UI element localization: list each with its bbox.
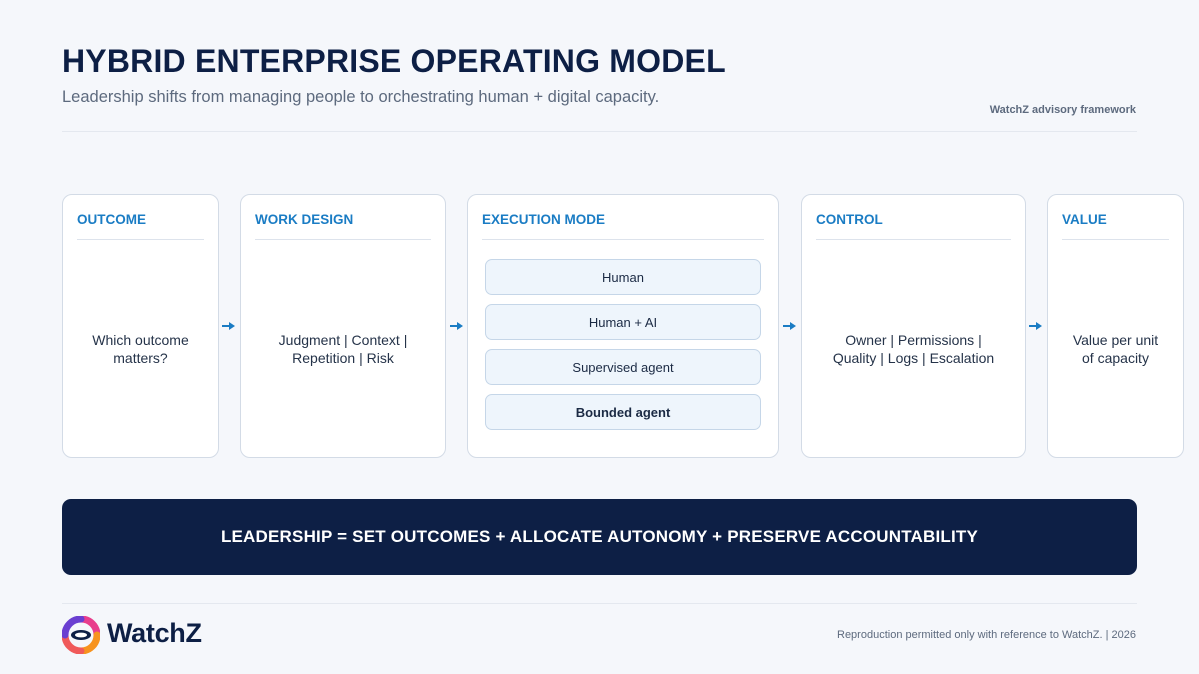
control-line-1: Owner | Permissions | — [845, 332, 982, 348]
outcome-line-1: Which outcome — [92, 332, 189, 348]
outcome-card-body: Which outcome matters? — [71, 241, 210, 457]
value-card-title: VALUE — [1062, 212, 1169, 240]
footer-divider — [62, 603, 1137, 604]
value-card-body: Value per unit of capacity — [1056, 241, 1175, 457]
leadership-banner: LEADERSHIP = SET OUTCOMES + ALLOCATE AUT… — [62, 499, 1137, 575]
header-divider — [62, 131, 1137, 132]
outcome-line-2: matters? — [113, 350, 168, 366]
control-line-2: Quality | Logs | Escalation — [832, 350, 995, 366]
arrow-right-icon — [450, 322, 463, 330]
execution-mode-card-title: EXECUTION MODE — [482, 212, 764, 240]
page-title: HYBRID ENTERPRISE OPERATING MODEL — [62, 43, 726, 79]
work-design-card-body: Judgment | Context | Repetition | Risk — [249, 241, 437, 457]
mode-human-ai: Human + AI — [485, 304, 761, 340]
work-design-card-title: WORK DESIGN — [255, 212, 431, 240]
work-design-card: WORK DESIGN Judgment | Context | Repetit… — [240, 194, 446, 458]
value-line-2: of capacity — [1082, 350, 1149, 366]
arrow-right-icon — [1029, 322, 1042, 330]
mode-supervised-agent: Supervised agent — [485, 349, 761, 385]
control-card: CONTROL Owner | Permissions | Quality | … — [801, 194, 1026, 458]
execution-mode-card: EXECUTION MODE Human Human + AI Supervis… — [467, 194, 779, 458]
value-line-1: Value per unit — [1072, 332, 1159, 348]
arrow-right-icon — [222, 322, 235, 330]
work-design-line-2: Repetition | Risk — [292, 350, 394, 366]
arrow-right-icon — [783, 322, 796, 330]
footer-note: Reproduction permitted only with referen… — [837, 629, 1136, 641]
page-subtitle: Leadership shifts from managing people t… — [62, 88, 660, 106]
watchz-logo-icon — [62, 616, 100, 654]
framework-label: WatchZ advisory framework — [989, 104, 1136, 116]
control-card-title: CONTROL — [816, 212, 1011, 240]
value-card: VALUE Value per unit of capacity — [1047, 194, 1184, 458]
mode-human: Human — [485, 259, 761, 295]
control-card-body: Owner | Permissions | Quality | Logs | E… — [810, 241, 1017, 457]
outcome-card-title: OUTCOME — [77, 212, 204, 240]
mode-bounded-agent: Bounded agent — [485, 394, 761, 430]
execution-mode-list: Human Human + AI Supervised agent Bounde… — [485, 259, 761, 439]
work-design-line-1: Judgment | Context | — [278, 332, 408, 348]
outcome-card: OUTCOME Which outcome matters? — [62, 194, 219, 458]
brand-name: WatchZ — [107, 618, 202, 648]
